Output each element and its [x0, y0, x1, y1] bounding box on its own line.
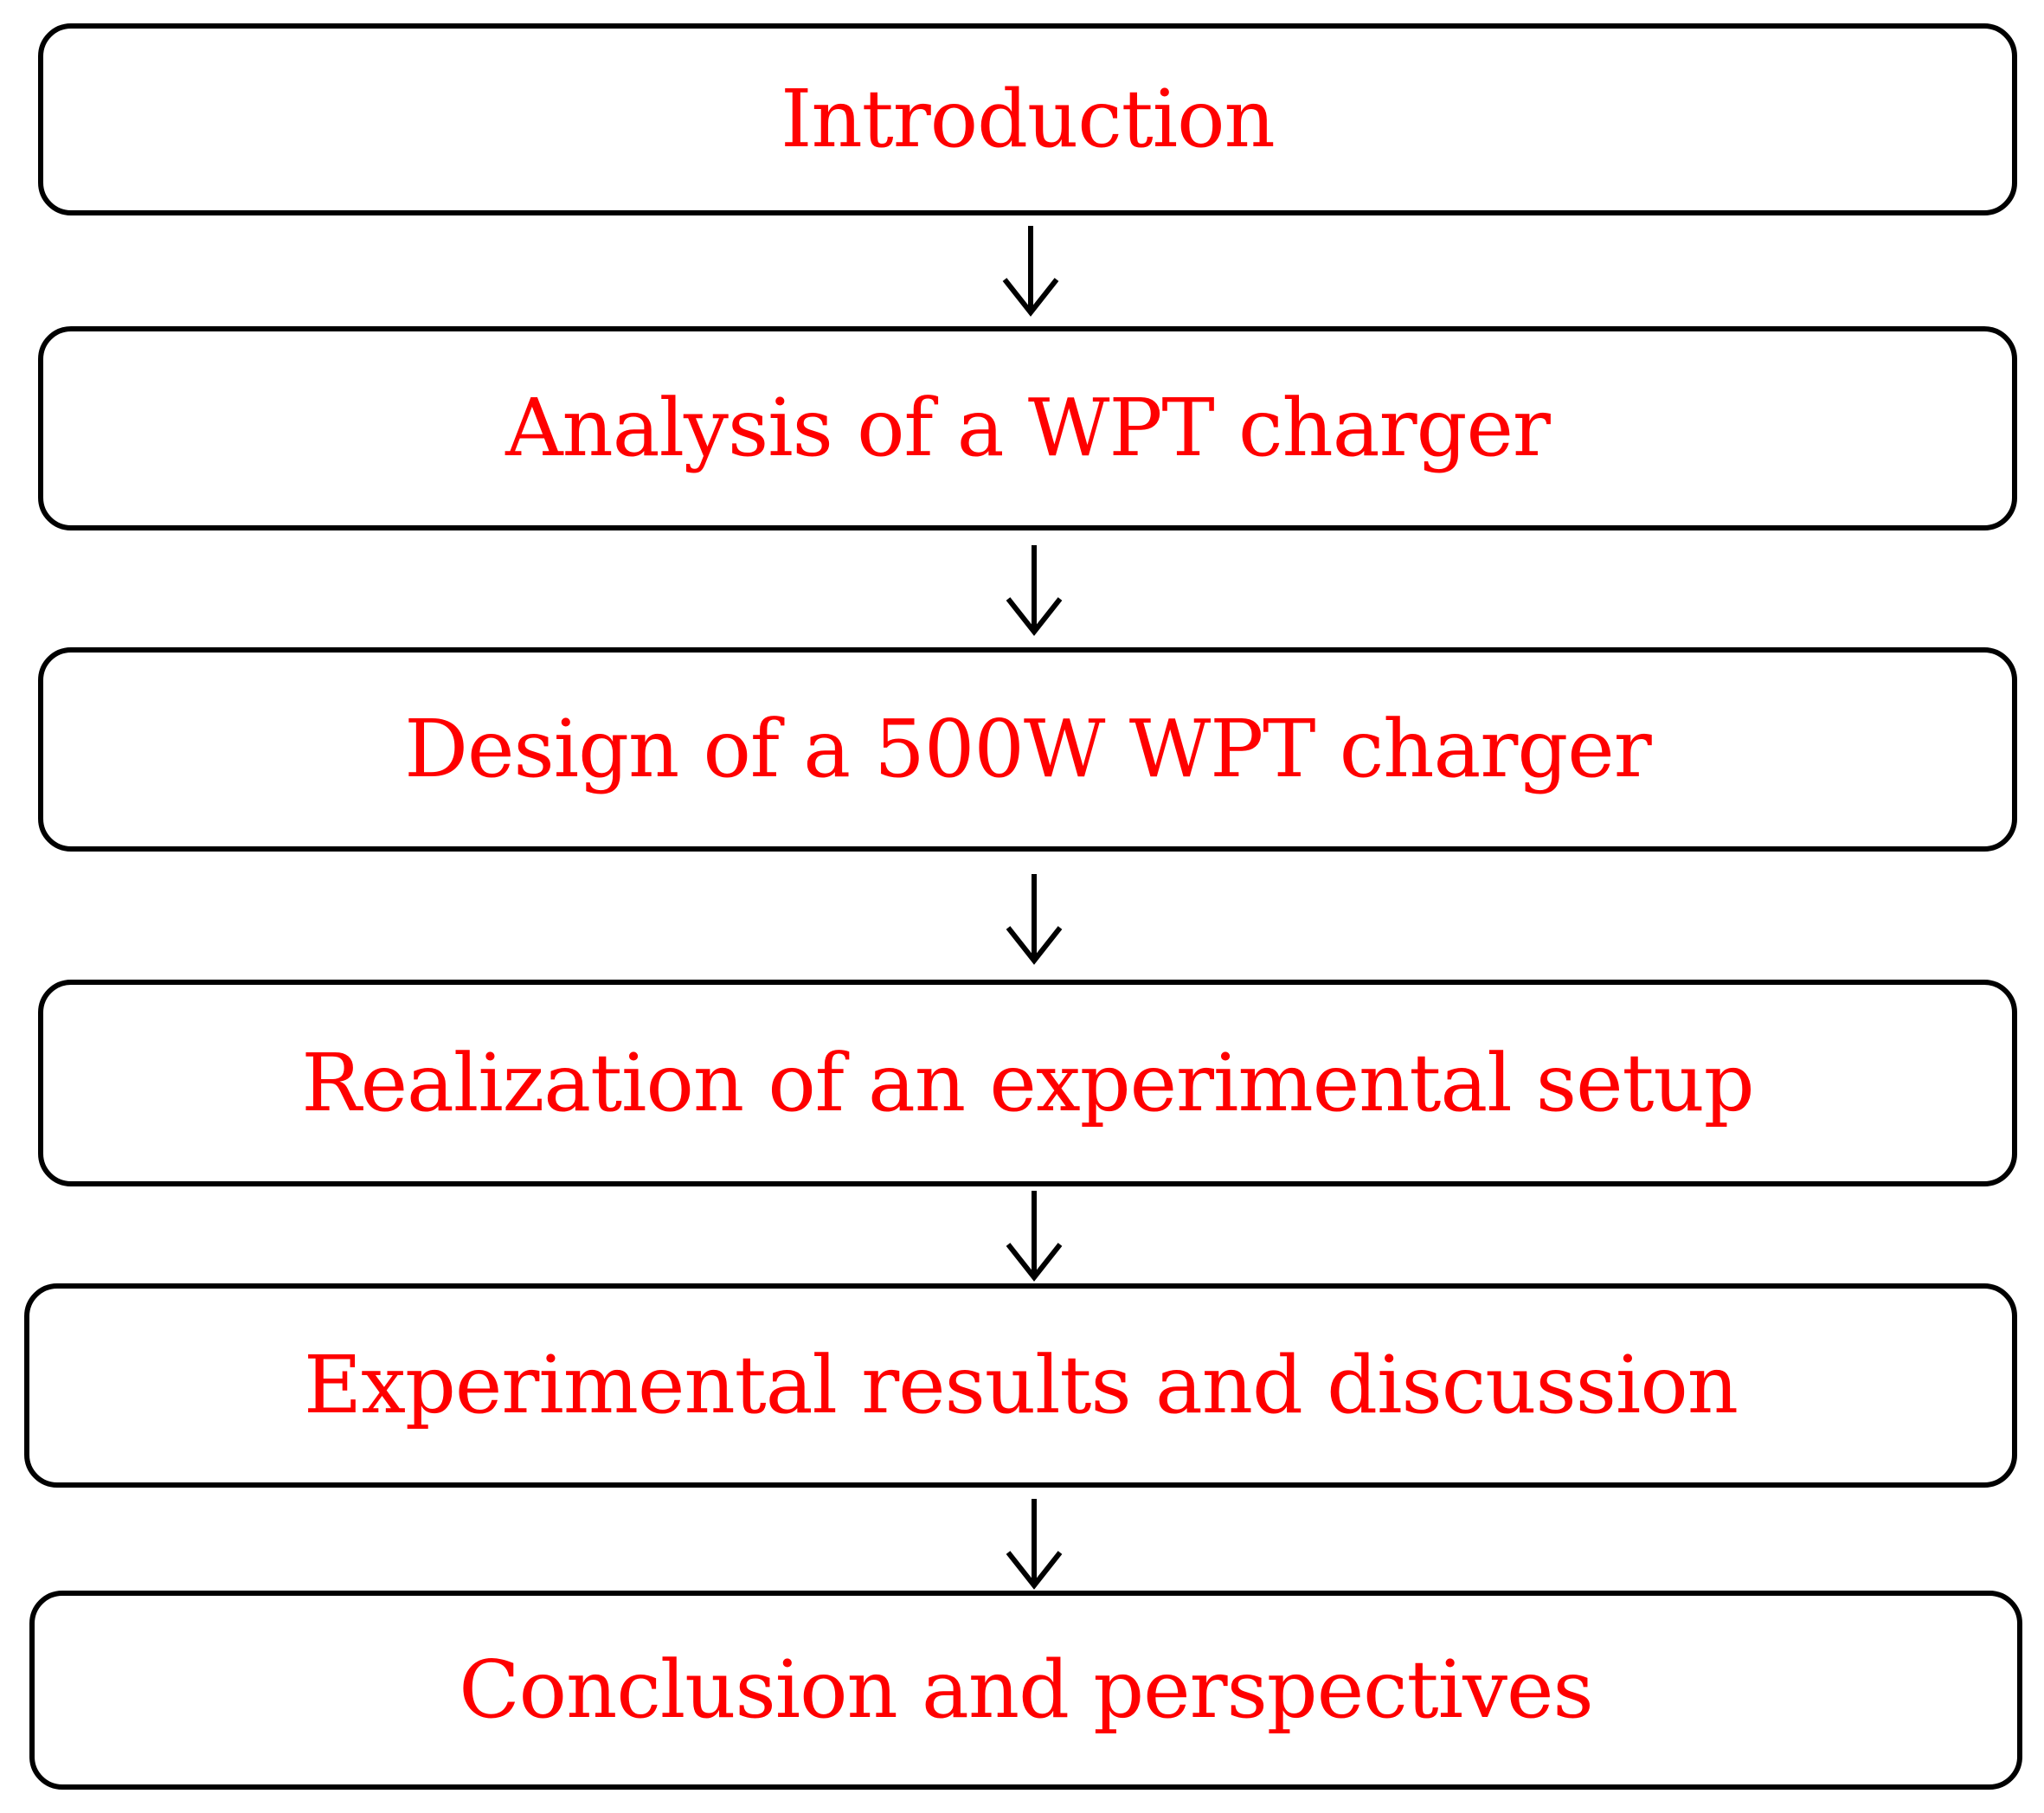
arrow-down-icon: [1006, 1499, 1063, 1590]
step-introduction: Introduction: [38, 23, 2017, 215]
step-conclusion: Conclusion and perspectives: [29, 1591, 2022, 1790]
step-results: Experimental results and discussion: [24, 1283, 2017, 1488]
arrow-down-icon: [1006, 1191, 1063, 1282]
arrow-down-icon: [1002, 226, 1059, 317]
step-introduction-label: Introduction: [781, 73, 1276, 165]
step-realization: Realization of an experimental setup: [38, 980, 2017, 1186]
arrow-down-icon: [1006, 545, 1063, 636]
arrow-down-icon: [1006, 874, 1063, 965]
step-conclusion-label: Conclusion and perspectives: [459, 1643, 1593, 1736]
step-design: Design of a 500W WPT charger: [38, 647, 2017, 852]
step-analysis-label: Analysis of a WPT charger: [505, 382, 1551, 474]
step-results-label: Experimental results and discussion: [304, 1339, 1739, 1431]
step-design-label: Design of a 500W WPT charger: [404, 703, 1651, 795]
step-realization-label: Realization of an experimental setup: [301, 1036, 1754, 1129]
step-analysis: Analysis of a WPT charger: [38, 326, 2017, 530]
